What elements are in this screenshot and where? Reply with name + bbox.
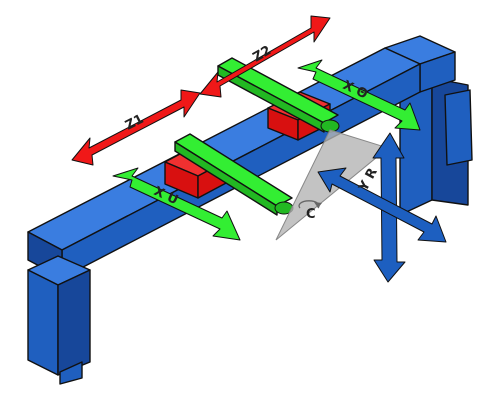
arrow-z2 [199, 15, 331, 98]
arrow-y-r-group [317, 132, 447, 283]
arrow-x-u [112, 167, 241, 241]
rotation-arc-icon [298, 200, 322, 209]
arrow-z1 [71, 89, 201, 166]
right-leg-motor [444, 89, 473, 166]
label-c-rot: C [306, 207, 316, 222]
left-leg-front [27, 269, 59, 376]
label-z1: Z1 [123, 112, 146, 134]
left-leg-side [57, 269, 91, 376]
arm-near [174, 133, 294, 216]
arrow-y-diagonal [317, 167, 447, 243]
arm-near-side [174, 141, 278, 216]
arrow-x-theta [297, 59, 421, 131]
frame-left-leg [27, 255, 91, 385]
arm-far [217, 57, 340, 133]
left-leg-foot [59, 361, 83, 385]
